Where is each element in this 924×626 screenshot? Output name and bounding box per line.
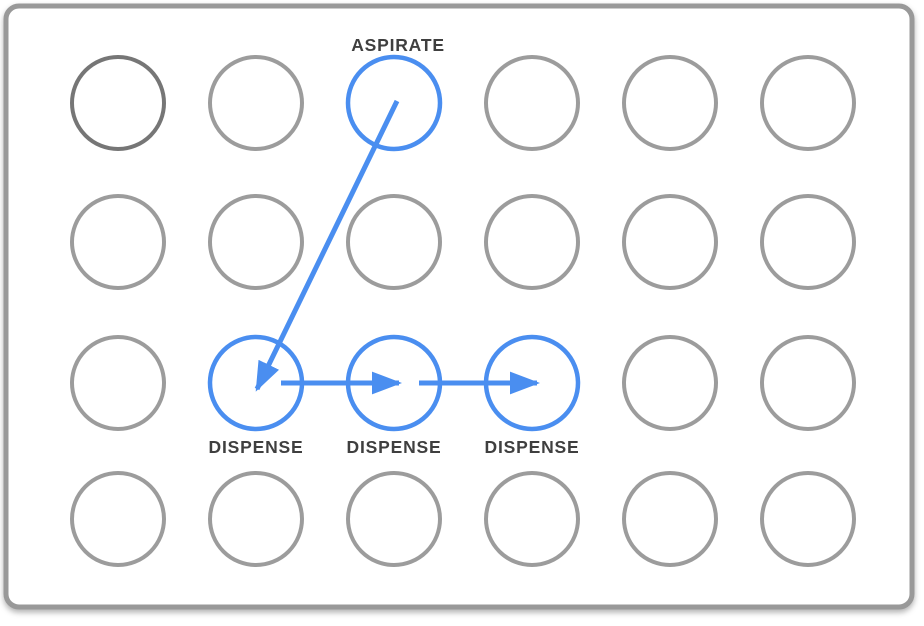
- dispense-label-1: DISPENSE: [209, 437, 304, 457]
- well-A6: [760, 55, 856, 151]
- well-D5: [622, 471, 718, 567]
- well-D3: [346, 471, 442, 567]
- flow-arrows: [254, 99, 540, 395]
- well-B4: [484, 194, 580, 290]
- wells-grid: [70, 54, 856, 567]
- well-D1: [70, 471, 166, 567]
- dispense-label-2: DISPENSE: [347, 437, 442, 457]
- well-D4: [484, 471, 580, 567]
- well-A2: [208, 55, 304, 151]
- well-B2: [208, 194, 304, 290]
- well-A5: [622, 55, 718, 151]
- well-A1: [70, 55, 166, 151]
- well-D2: [208, 471, 304, 567]
- well-D6: [760, 471, 856, 567]
- well-B3: [346, 194, 442, 290]
- aspirate-label: ASPIRATE: [351, 35, 445, 55]
- well-A3: [345, 54, 443, 152]
- microplate-body: [3, 3, 915, 610]
- well-C6: [760, 335, 856, 431]
- well-B5: [622, 194, 718, 290]
- dispense-label-3: DISPENSE: [485, 437, 580, 457]
- arrow-A3-to-C2: [254, 99, 400, 392]
- well-B6: [760, 194, 856, 290]
- well-C1: [70, 335, 166, 431]
- well-B1: [70, 194, 166, 290]
- well-C5: [622, 335, 718, 431]
- well-A4: [484, 55, 580, 151]
